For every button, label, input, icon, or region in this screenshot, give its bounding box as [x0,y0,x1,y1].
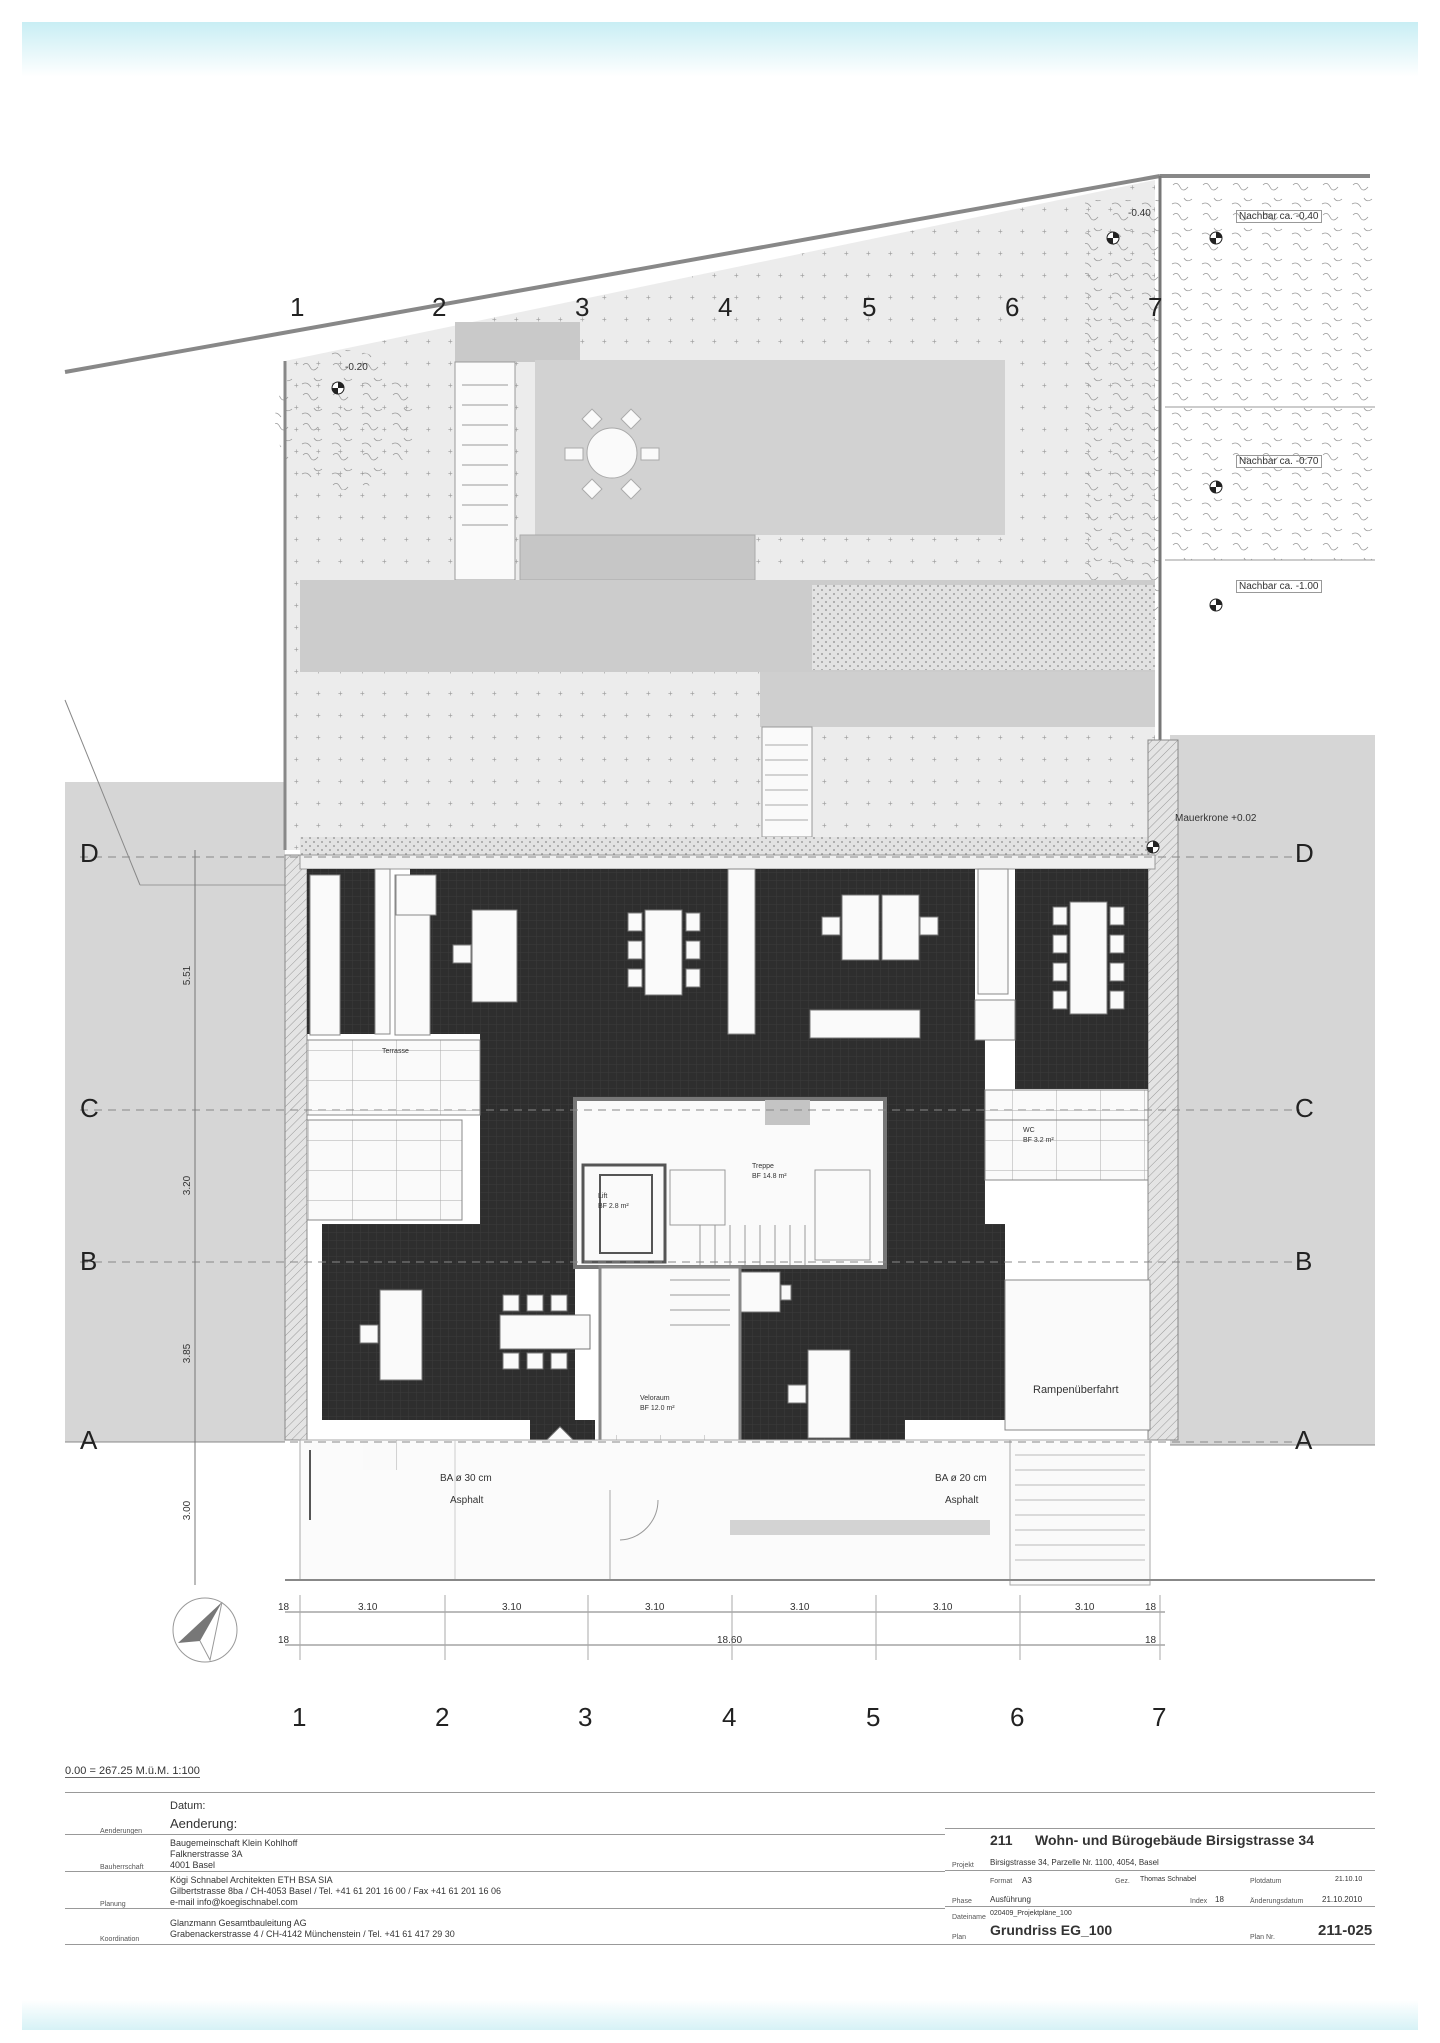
wc-area: BF 3.2 m² [1023,1137,1054,1144]
dim-left-1: 5.51 [182,965,194,986]
asphalt-left-label: Asphalt [450,1495,484,1506]
tb-role-client: Bauherrschaft [100,1864,144,1871]
tb-architect-line-2: Gilbertstrasse 8ba / CH-4053 Basel / Tel… [170,1886,502,1896]
dim-bottom-edge-r: 18 [1145,1602,1157,1613]
drain-right-label: BA ø 20 cm [935,1473,987,1484]
dim-left-2: 3.20 [182,1175,194,1196]
scale-note: 0.00 = 267.25 M.ü.M. 1:100 [65,1765,200,1778]
dim-bottom-bay-2: 3.10 [502,1602,522,1613]
dim-bottom-bay-4: 3.10 [790,1602,810,1613]
drain-left-label: BA ø 30 cm [440,1473,492,1484]
tb-format-value: A3 [1022,1876,1032,1885]
grid-col-5-bottom: 5 [866,1702,881,1732]
tb-project-address: Birsigstrasse 34, Parzelle Nr. 1100, 405… [990,1858,1159,1867]
grid-row-d-left: D [80,838,99,868]
dim-left-3: 3.85 [182,1343,194,1364]
terrace-room-label: Terrasse [382,1048,409,1055]
dim-bottom-edge-l: 18 [278,1602,290,1613]
grid-row-c-left: C [80,1093,99,1123]
grid-col-3-bottom: 3 [578,1702,593,1732]
grid-col-3-top: 3 [575,292,590,322]
tb-project-number: 211 [990,1832,1013,1848]
tb-client-line-1: Baugemeinschaft Klein Kohlhoff [170,1838,298,1848]
grid-row-c-right: C [1295,1093,1314,1123]
tb-phase-value: Ausführung [990,1895,1031,1904]
tb-index-value: 18 [1215,1895,1224,1904]
elevation-neighbor-3: Nachbar ca. -1.00 [1236,580,1322,593]
tb-format-label: Format [990,1878,1013,1885]
asphalt-right-label: Asphalt [945,1495,979,1506]
tb-phase-label: Phase [952,1898,972,1905]
elevation-garden: -0.20 [345,362,368,373]
dim-total: 18.60 [717,1635,743,1646]
stair-room-area: BF 14.8 m² [752,1173,787,1180]
tb-file-label: Dateiname [952,1914,986,1921]
tb-role-coordination: Koordination [100,1936,140,1943]
elevation-neighbor-2: Nachbar ca. -0.70 [1236,455,1322,468]
grid-col-5-top: 5 [862,292,877,322]
lift-label: Lift [598,1193,608,1200]
grid-col-1-top: 1 [290,292,305,322]
tb-project-title: Wohn- und Bürogebäude Birsigstrasse 34 [1035,1832,1315,1848]
grid-col-7-bottom: 7 [1152,1702,1167,1732]
dim-bottom-bay-3: 3.10 [645,1602,665,1613]
tb-coord-line-2: Grabenackerstrasse 4 / CH-4142 Münchenst… [170,1929,455,1939]
grid-col-1-bottom: 1 [292,1702,307,1732]
grid-row-b-left: B [80,1246,98,1276]
dim-total-edge-r: 18 [1145,1635,1157,1646]
tb-coord-line-1: Glanzmann Gesamtbauleitung AG [170,1918,307,1928]
tb-plan-value: Grundriss EG_100 [990,1922,1113,1938]
grid-row-d-right: D [1295,838,1314,868]
scan-top-band [22,22,1418,77]
tb-role-planning: Planung [100,1901,126,1908]
scan-bottom-band [22,2000,1418,2030]
grid-row-b-right: B [1295,1246,1313,1276]
tb-client-line-3: 4001 Basel [170,1860,216,1870]
elevation-top-right: -0.40 [1128,208,1151,219]
grid-col-2-bottom: 2 [435,1702,450,1732]
elevation-wall-crown: Mauerkrone +0.02 [1175,813,1257,824]
dim-left-4: 3.00 [182,1500,194,1521]
grid-col-6-bottom: 6 [1010,1702,1025,1732]
tb-planno-value: 211-025 [1318,1922,1373,1939]
tb-architect-line-3: e-mail info@koegischnabel.com [170,1897,298,1907]
bike-room-area: BF 12.0 m² [640,1405,675,1412]
tb-role-changes: Aenderungen [100,1828,143,1835]
dim-total-edge-l: 18 [278,1635,290,1646]
lift-area: BF 2.8 m² [598,1203,629,1210]
dim-bottom-bay-1: 3.10 [358,1602,378,1613]
tb-file-value: 020409_Projektpläne_100 [990,1910,1072,1917]
tb-plan-label: Plan [952,1934,967,1941]
dim-bottom-bay-6: 3.10 [1075,1602,1095,1613]
tb-date-label: Änderungsdatum [1250,1898,1304,1905]
floor-plan: + [64,174,1375,1663]
north-arrow-icon [172,1597,238,1663]
tb-date-header: Datum: [170,1800,206,1812]
grid-col-4-top: 4 [718,292,733,322]
tb-drawn-value: Thomas Schnabel [1140,1876,1197,1883]
tb-project-label: Projekt [952,1862,974,1869]
tb-client-line-2: Falknerstrasse 3A [170,1849,243,1859]
tb-index-label: Index [1190,1898,1208,1905]
tb-architect-line-1: Kögi Schnabel Architekten ETH BSA SIA [170,1875,333,1885]
stair-room-label: Treppe [752,1163,774,1170]
grid-col-4-bottom: 4 [722,1702,737,1732]
bike-room-label: Veloraum [640,1395,670,1402]
ramp-label: Rampenüberfahrt [1033,1384,1119,1396]
tb-change-header: Aenderung: [170,1816,238,1831]
tb-plotdate-label: Plotdatum [1250,1878,1282,1885]
grid-row-a-right: A [1295,1425,1313,1455]
grid-col-6-top: 6 [1005,292,1020,322]
tb-drawn-label: Gez. [1115,1878,1130,1885]
grid-col-2-top: 2 [432,292,447,322]
tb-planno-label: Plan Nr. [1250,1934,1275,1941]
grid-row-a-left: A [80,1425,98,1455]
elevation-neighbor-1: Nachbar ca. -0.40 [1236,210,1322,223]
grid-col-7-top: 7 [1148,292,1163,322]
wc-label: WC [1023,1127,1035,1134]
dim-bottom-bay-5: 3.10 [933,1602,953,1613]
tb-plotdate-value: 21.10.10 [1335,1876,1363,1883]
tb-date-value: 21.10.2010 [1322,1895,1363,1904]
